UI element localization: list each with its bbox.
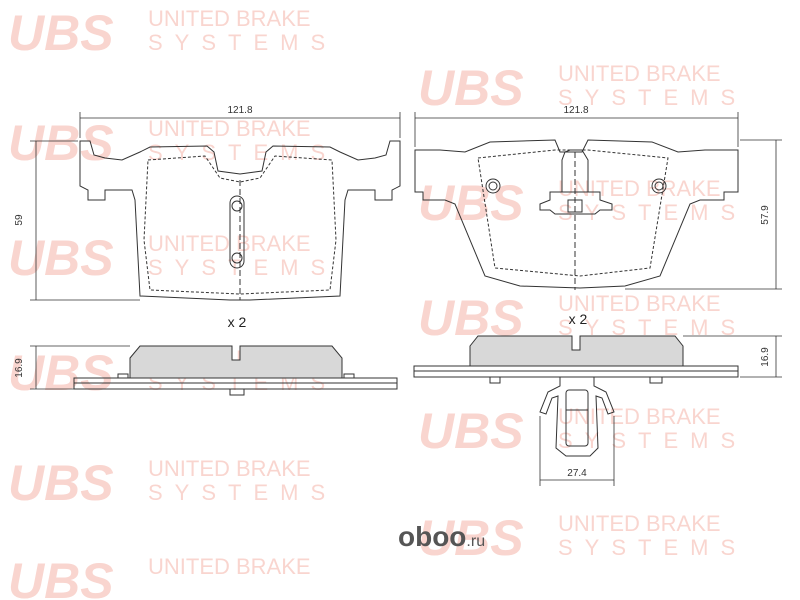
left-width-label: 121.8	[227, 105, 252, 116]
watermark-line1: UNITED BRAKE	[148, 456, 311, 481]
right-thickness-label: 16.9	[760, 347, 771, 367]
right-pad-clip-body	[565, 389, 589, 447]
left-pad-clip-tab	[229, 388, 245, 396]
watermark-line1: UNITED BRAKE	[558, 291, 721, 316]
right-thickness-dimension	[683, 335, 782, 378]
watermark-line1: UNITED BRAKE	[148, 231, 311, 256]
watermark: UBS UNITED BRAKE SYSTEMS	[418, 175, 747, 231]
clip-width-label: 27.4	[567, 468, 587, 479]
watermark-line2: SYSTEMS	[148, 30, 337, 55]
right-width-label: 121.8	[563, 105, 588, 116]
right-width-dimension	[414, 112, 739, 147]
right-pad-pin-left-inner	[488, 181, 498, 191]
right-pad-sensor-top	[561, 149, 589, 193]
site-name: oboo.ru	[398, 521, 485, 552]
watermark-line1: UNITED BRAKE	[558, 61, 721, 86]
clip-width-dimension	[539, 416, 615, 486]
watermark-logo: UBS	[8, 115, 114, 171]
watermark-logo: UBS	[8, 345, 114, 401]
watermark-layer: UBS UNITED BRAKE SYSTEMS UBS UNITED BRAK…	[8, 5, 747, 600]
right-pad-pin-left	[485, 178, 501, 194]
right-pad-spring-clip	[539, 376, 615, 457]
watermark-logo: UBS	[8, 230, 114, 286]
right-pad-pin-right	[651, 178, 667, 194]
watermark: UBS UNITED BRAKE	[8, 553, 311, 600]
left-pad-front-view	[79, 140, 401, 301]
watermark: UBS UNITED BRAKE SYSTEMS	[8, 115, 337, 171]
watermark-logo: UBS	[8, 553, 114, 600]
left-thickness-dimension	[30, 345, 130, 390]
watermark-logo: UBS	[418, 403, 524, 459]
watermark-logo: UBS	[418, 510, 524, 566]
right-height-label: 57.9	[760, 205, 771, 225]
right-height-dimension	[625, 139, 782, 290]
watermark: UBS UNITED BRAKE SYSTEMS	[8, 5, 337, 61]
left-pad-pin-top	[231, 200, 243, 212]
right-pad-friction-side	[469, 335, 684, 367]
left-pad-slot	[229, 195, 245, 269]
watermark-line1: UNITED BRAKE	[148, 554, 311, 579]
watermark-line1: UNITED BRAKE	[558, 511, 721, 536]
right-pad-friction-outline	[477, 149, 669, 277]
watermark-line2: SYSTEMS	[558, 85, 747, 110]
left-height-label: 59	[14, 214, 25, 226]
left-pad-backplate-outline	[79, 140, 401, 301]
watermark-line1: UNITED BRAKE	[148, 116, 311, 141]
watermark: UBS UNITED BRAKE SYSTEMS	[8, 230, 337, 286]
watermark-logo: UBS	[418, 175, 524, 231]
watermark-line2: SYSTEMS	[558, 535, 747, 560]
right-pad-side-view	[413, 335, 739, 457]
watermark-line2: SYSTEMS	[148, 480, 337, 505]
left-pad-tab-right	[343, 373, 355, 379]
watermark-line2: SYSTEMS	[558, 428, 747, 453]
watermark: UBS UNITED BRAKE SYSTEMS	[8, 455, 337, 511]
watermark-line2: SYSTEMS	[558, 200, 747, 225]
left-thickness-label: 16.9	[14, 358, 25, 378]
watermark-line1: UNITED BRAKE	[558, 404, 721, 429]
watermark-line2: SYSTEMS	[148, 255, 337, 280]
left-width-dimension	[79, 112, 401, 138]
right-quantity-label: x 2	[569, 311, 588, 327]
watermark-logo: UBS	[418, 60, 524, 116]
watermark: UBS UNITED BRAKE SYSTEMS	[418, 60, 747, 116]
left-pad-pin-bottom	[231, 252, 243, 264]
watermark: UBS UNITED BRAKE SYSTEMS	[418, 403, 747, 459]
watermark-line1: UNITED BRAKE	[148, 6, 311, 31]
right-pad-front-view	[414, 139, 739, 290]
watermark: UBS UNITED BRAKE SYSTEMS	[418, 510, 747, 566]
right-pad-tab-left	[489, 376, 501, 384]
right-pad-sensor-clip	[539, 191, 613, 215]
watermark-logo: UBS	[8, 5, 114, 61]
watermark-line1: UNITED BRAKE	[558, 176, 721, 201]
left-pad-side-view	[73, 345, 398, 396]
right-pad-tab-right	[649, 376, 663, 384]
right-pad-pin-right-inner	[654, 181, 664, 191]
watermark-line2: SYSTEMS	[148, 140, 337, 165]
left-quantity-label: x 2	[228, 314, 247, 330]
watermark: UBS UNITED BRAKE SYSTEMS	[418, 290, 735, 346]
site-watermark: oboo.ru	[398, 521, 485, 552]
left-pad-tab-left	[117, 373, 129, 379]
left-height-dimension	[30, 140, 140, 301]
right-pad-backplate-outline	[414, 139, 739, 289]
watermark-logo: UBS	[8, 455, 114, 511]
